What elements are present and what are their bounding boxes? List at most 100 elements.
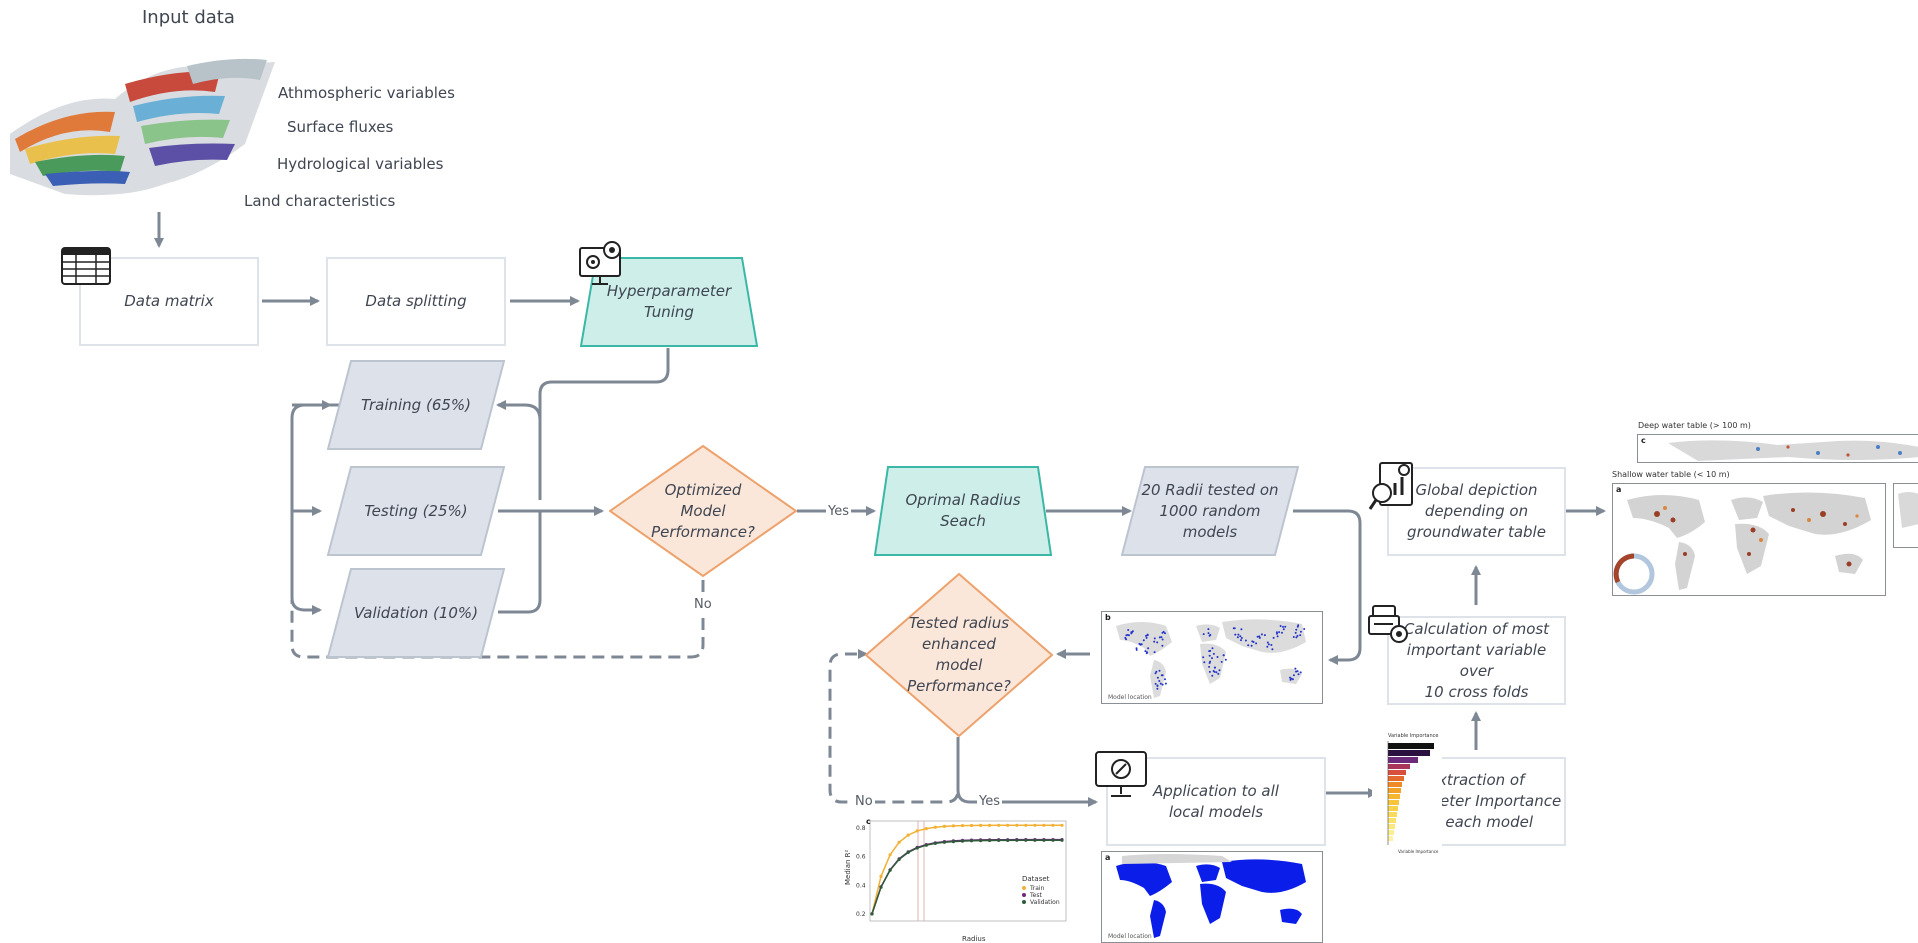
model-location-point xyxy=(1278,631,1281,634)
model-location-point xyxy=(1208,662,1211,664)
model-location-point xyxy=(1215,671,1218,674)
chart-c-tag: c xyxy=(866,817,871,826)
chart-c-point xyxy=(888,868,892,872)
shallow-map-title: Shallow water table (< 10 m) xyxy=(1612,470,1730,479)
arrow-radii-to-mapb xyxy=(1293,509,1362,665)
model-location-point xyxy=(1289,676,1291,679)
global-depiction-box[interactable]: Global depiction depending on groundwate… xyxy=(1387,467,1566,556)
model-location-point xyxy=(1271,648,1274,651)
model-location-point xyxy=(1207,632,1210,635)
chart-c-point xyxy=(870,912,874,916)
model-location-point xyxy=(1208,665,1211,668)
model-location-point xyxy=(1240,639,1242,642)
model-location-point xyxy=(1234,633,1237,636)
flow-label-yes-2: Yes xyxy=(977,794,1002,809)
chart-c-ytick: 0.8 xyxy=(856,825,866,832)
input-variable-hydrological: Hydrological variables xyxy=(277,155,444,173)
model-location-point xyxy=(1282,628,1285,631)
calc-variable-box[interactable]: Calculation of most important variable o… xyxy=(1387,616,1566,705)
gear-monitor-icon xyxy=(579,241,621,285)
deep-map-tag: c xyxy=(1641,436,1646,445)
model-location-point xyxy=(1258,635,1261,638)
model-location-point xyxy=(1291,678,1294,681)
chart-c-point xyxy=(960,824,965,828)
importance-xlabel: Variable Importance xyxy=(1398,849,1439,854)
model-location-point xyxy=(1218,669,1221,672)
chart-c-ytick: 0.2 xyxy=(856,911,866,918)
data-splitting-box[interactable]: Data splitting xyxy=(326,257,506,346)
model-location-point xyxy=(1256,635,1259,638)
model-location-point xyxy=(1281,631,1283,634)
chart-c-point xyxy=(933,825,937,829)
hyperparameter-tuning-node[interactable]: Hyperparameter Tuning xyxy=(580,257,758,347)
tested-radius-decision[interactable]: Tested radius enhanced model Performance… xyxy=(865,573,1053,737)
hyperparameter-tuning-label: Hyperparameter Tuning xyxy=(606,282,732,321)
monitor-network-icon xyxy=(1095,751,1147,797)
chart-c-point xyxy=(1042,823,1046,827)
model-location-point xyxy=(1266,641,1269,644)
model-location-point xyxy=(1213,666,1216,669)
chart-c-point xyxy=(1015,823,1019,827)
model-location-point xyxy=(1154,672,1157,675)
chart-c-ylabel: Median R² xyxy=(844,849,852,885)
model-location-point xyxy=(1222,654,1225,657)
optimized-model-decision[interactable]: Optimized Model Performance? xyxy=(609,445,797,577)
chart-c-legend-train: Train xyxy=(1029,885,1045,892)
model-location-point xyxy=(1272,636,1275,639)
model-location-point xyxy=(1208,654,1211,657)
testing-node[interactable]: Testing (25%) xyxy=(327,466,505,556)
data-matrix-label: Data matrix xyxy=(124,292,214,310)
chart-c-xlabel: Radius xyxy=(962,935,986,943)
model-location-point xyxy=(1209,633,1212,636)
model-location-point xyxy=(1267,643,1270,646)
model-location-point xyxy=(1155,670,1158,673)
model-location-point xyxy=(1212,652,1215,655)
chart-c-point xyxy=(924,827,928,831)
chart-c-point xyxy=(988,823,992,827)
chart-c-point xyxy=(924,843,928,847)
model-location-point xyxy=(1142,639,1145,642)
model-location-point xyxy=(1158,636,1161,639)
model-location-point xyxy=(1258,636,1261,639)
model-location-point xyxy=(1299,634,1302,637)
model-location-point xyxy=(1213,670,1216,673)
side-map-thumbnail xyxy=(1893,483,1918,548)
model-location-point xyxy=(1290,677,1293,680)
chart-c-point xyxy=(979,823,983,827)
map-a-tag: a xyxy=(1105,853,1111,862)
training-node[interactable]: Training (65%) xyxy=(327,360,505,450)
chart-c-point xyxy=(897,840,901,844)
model-location-point xyxy=(1240,628,1243,631)
model-location-point xyxy=(1217,672,1220,675)
model-location-point xyxy=(1211,647,1214,650)
model-location-point xyxy=(1161,644,1164,647)
map-b-caption: Model location xyxy=(1108,694,1152,701)
model-location-point xyxy=(1299,630,1302,633)
chart-c-point xyxy=(997,838,1001,842)
model-location-point xyxy=(1216,656,1219,658)
model-location-point xyxy=(1295,670,1297,673)
chart-c-point xyxy=(915,829,919,833)
model-location-point xyxy=(1164,678,1166,681)
model-location-point xyxy=(1250,644,1253,647)
model-location-point xyxy=(1160,636,1163,639)
chart-c-point xyxy=(906,833,910,837)
model-location-point xyxy=(1135,648,1138,651)
table-icon xyxy=(61,247,111,285)
chart-c-point xyxy=(1024,838,1028,842)
chart-c-point xyxy=(960,839,965,843)
optimal-radius-node[interactable]: Oprimal Radius Seach xyxy=(874,466,1052,556)
model-location-point xyxy=(1211,674,1214,677)
validation-label: Validation (10%) xyxy=(353,603,479,622)
shallow-map-tag: a xyxy=(1616,485,1622,494)
model-location-point xyxy=(1208,670,1211,673)
model-location-point xyxy=(1295,636,1298,639)
model-location-point xyxy=(1239,635,1242,638)
validation-node[interactable]: Validation (10%) xyxy=(327,568,505,658)
chart-c-point xyxy=(879,874,883,878)
model-location-point xyxy=(1127,629,1130,631)
model-location-point xyxy=(1130,632,1133,635)
radii-tested-node[interactable]: 20 Radii tested on 1000 random models xyxy=(1121,466,1299,556)
chart-c-point xyxy=(951,840,955,844)
map-b-tag: b xyxy=(1105,613,1111,622)
